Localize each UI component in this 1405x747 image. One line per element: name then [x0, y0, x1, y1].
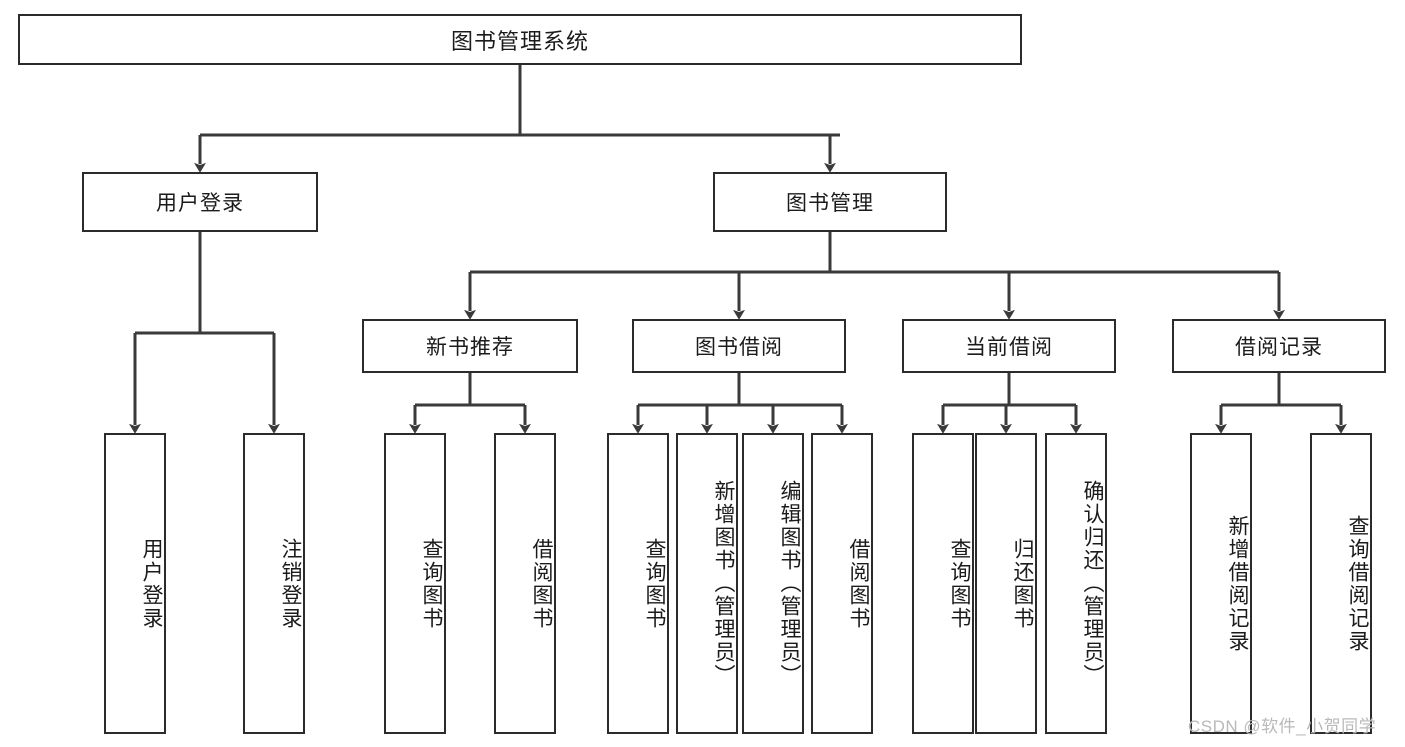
node-leaf-book-borrow-edit[interactable]: 编辑图书（管理员）	[742, 433, 804, 734]
node-leaf-book-borrow-borrow[interactable]: 借阅图书	[811, 433, 873, 734]
node-current-borrow[interactable]: 当前借阅	[902, 319, 1116, 373]
node-leaf-user-login-logout[interactable]: 注销登录	[243, 433, 305, 734]
node-user-login[interactable]: 用户登录	[82, 172, 318, 232]
node-leaf-user-login-login[interactable]: 用户登录	[104, 433, 166, 734]
node-root-system[interactable]: 图书管理系统	[18, 14, 1022, 65]
node-leaf-book-borrow-query[interactable]: 查询图书	[607, 433, 669, 734]
watermark-text: CSDN @软件_小贺同学	[1188, 717, 1377, 736]
node-leaf-book-borrow-add[interactable]: 新增图书（管理员）	[676, 433, 738, 734]
node-leaf-borrow-record-add[interactable]: 新增借阅记录	[1190, 433, 1252, 734]
node-book-management[interactable]: 图书管理	[713, 172, 947, 232]
node-leaf-borrow-record-query[interactable]: 查询借阅记录	[1310, 433, 1372, 734]
node-leaf-current-borrow-return[interactable]: 归还图书	[975, 433, 1037, 734]
node-leaf-new-book-borrow[interactable]: 借阅图书	[494, 433, 556, 734]
node-book-borrow[interactable]: 图书借阅	[632, 319, 846, 373]
node-borrow-record[interactable]: 借阅记录	[1172, 319, 1386, 373]
node-leaf-current-borrow-query[interactable]: 查询图书	[912, 433, 974, 734]
node-leaf-new-book-query[interactable]: 查询图书	[384, 433, 446, 734]
node-leaf-current-borrow-confirm[interactable]: 确认归还（管理员）	[1045, 433, 1107, 734]
node-new-book-recommend[interactable]: 新书推荐	[362, 319, 578, 373]
